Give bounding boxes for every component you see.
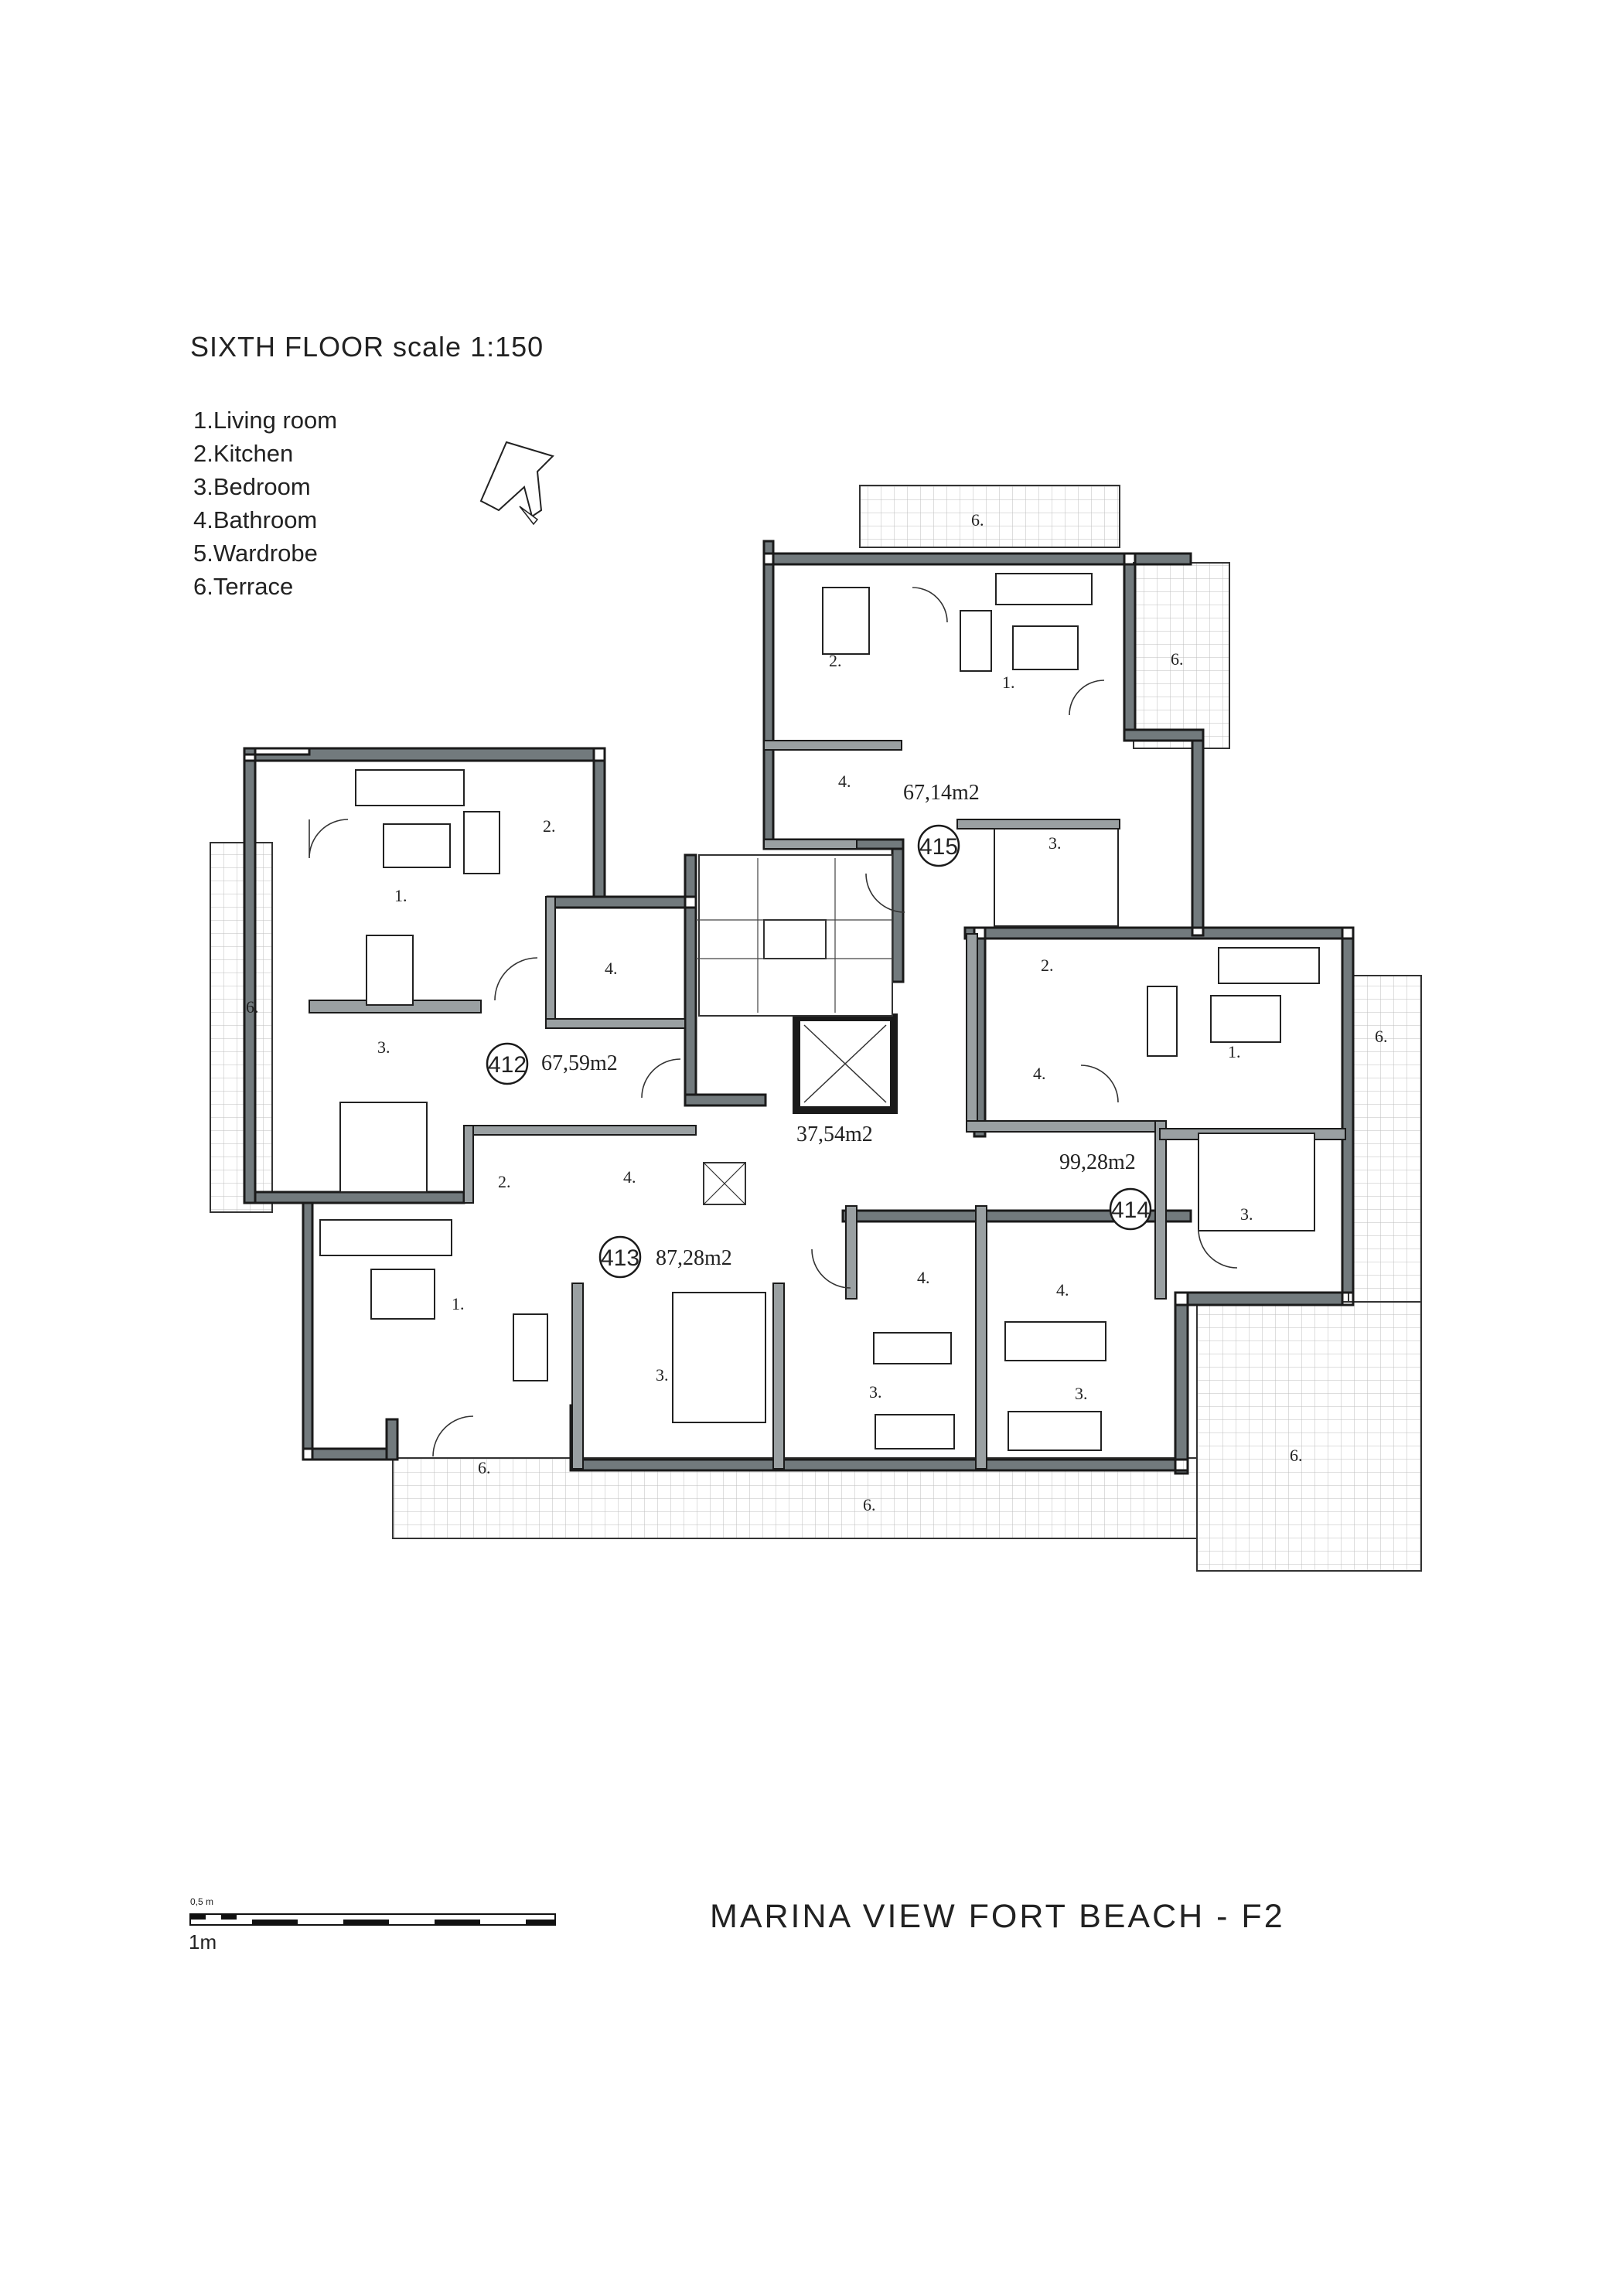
room-label-terrace-east-top: 6. bbox=[1171, 649, 1184, 669]
room-label-terrace-north: 6. bbox=[971, 510, 984, 530]
terrace-east-top bbox=[1133, 562, 1230, 749]
door-swings bbox=[309, 587, 1238, 1457]
scale-big-label: 1m bbox=[189, 1930, 217, 1954]
unit-marker-414: 414 99,28m2 bbox=[1059, 1150, 1152, 1231]
room-label-bedroom-413-b: 3. bbox=[869, 1382, 882, 1402]
room-label-living-414: 1. bbox=[1228, 1042, 1241, 1061]
room-label-bedroom-412: 3. bbox=[377, 1037, 390, 1057]
room-label-living-413: 1. bbox=[452, 1294, 465, 1313]
project-title: MARINA VIEW FORT BEACH - F2 bbox=[710, 1898, 1285, 1935]
legend-item-wardrobe: 5.Wardrobe bbox=[193, 540, 318, 567]
room-label-kitchen-412: 2. bbox=[543, 816, 556, 836]
unit-marker-412: 412 67,59m2 bbox=[486, 1042, 618, 1085]
north-arrow-icon bbox=[479, 441, 554, 526]
unit-number-412: 412 bbox=[488, 1052, 527, 1078]
terrace-west bbox=[210, 842, 273, 1213]
common-area-label: 37,54m2 bbox=[796, 1122, 873, 1146]
legend-item-bathroom: 4.Bathroom bbox=[193, 506, 318, 533]
room-label-kitchen-415: 2. bbox=[829, 651, 842, 670]
room-label-terrace-east: 6. bbox=[1375, 1027, 1388, 1046]
legend-item-living-room: 1.Living room bbox=[193, 407, 338, 434]
unit-marker-415: 415 67,14m2 bbox=[903, 781, 980, 867]
room-label-bathroom-414-b: 4. bbox=[1056, 1280, 1069, 1300]
room-label-bathroom-412: 4. bbox=[605, 959, 618, 978]
room-label-kitchen-414: 2. bbox=[1041, 956, 1054, 975]
unit-area-412: 67,59m2 bbox=[541, 1051, 618, 1075]
room-label-terrace-southeast: 6. bbox=[1290, 1446, 1303, 1465]
unit-number-413: 413 bbox=[601, 1245, 639, 1271]
room-label-bedroom-414-b: 3. bbox=[1075, 1384, 1088, 1403]
room-label-bathroom-413-b: 4. bbox=[917, 1268, 930, 1287]
legend-item-kitchen: 2.Kitchen bbox=[193, 440, 294, 467]
terrace-east bbox=[1348, 975, 1422, 1332]
furniture bbox=[319, 573, 1320, 1451]
room-label-bathroom-415: 4. bbox=[838, 772, 851, 791]
room-label-terrace-south-b: 6. bbox=[863, 1495, 876, 1514]
room-label-bedroom-415: 3. bbox=[1048, 833, 1062, 853]
scale-bar bbox=[189, 1913, 556, 1926]
unit-number-415: 415 bbox=[919, 834, 958, 860]
room-label-terrace-south-a: 6. bbox=[478, 1458, 491, 1477]
legend-item-bedroom: 3.Bedroom bbox=[193, 473, 311, 500]
terrace-southeast bbox=[1196, 1301, 1422, 1572]
room-legend: 1.Living room 2.Kitchen 3.Bedroom 4.Bath… bbox=[193, 404, 337, 603]
unit-area-415: 67,14m2 bbox=[903, 781, 980, 805]
unit-marker-413: 413 87,28m2 bbox=[598, 1235, 732, 1279]
unit-area-413: 87,28m2 bbox=[656, 1246, 732, 1270]
room-label-bedroom-414-a: 3. bbox=[1240, 1204, 1253, 1224]
unit-number-414: 414 bbox=[1111, 1197, 1150, 1223]
legend-item-terrace: 6.Terrace bbox=[193, 573, 294, 600]
room-label-bathroom-413: 4. bbox=[623, 1167, 636, 1187]
scale-small-label: 0,5 m bbox=[190, 1896, 214, 1907]
room-label-bathroom-414-a: 4. bbox=[1033, 1064, 1046, 1083]
room-label-living-415: 1. bbox=[1002, 673, 1015, 692]
room-label-living-412: 1. bbox=[394, 886, 407, 905]
room-label-terrace-west: 6. bbox=[246, 997, 259, 1017]
terrace-north-top bbox=[859, 485, 1120, 548]
page-title: SIXTH FLOOR scale 1:150 bbox=[190, 331, 544, 363]
room-label-kitchen-413: 2. bbox=[498, 1172, 511, 1191]
unit-area-414: 99,28m2 bbox=[1059, 1150, 1136, 1174]
room-label-bedroom-413-a: 3. bbox=[656, 1365, 669, 1385]
